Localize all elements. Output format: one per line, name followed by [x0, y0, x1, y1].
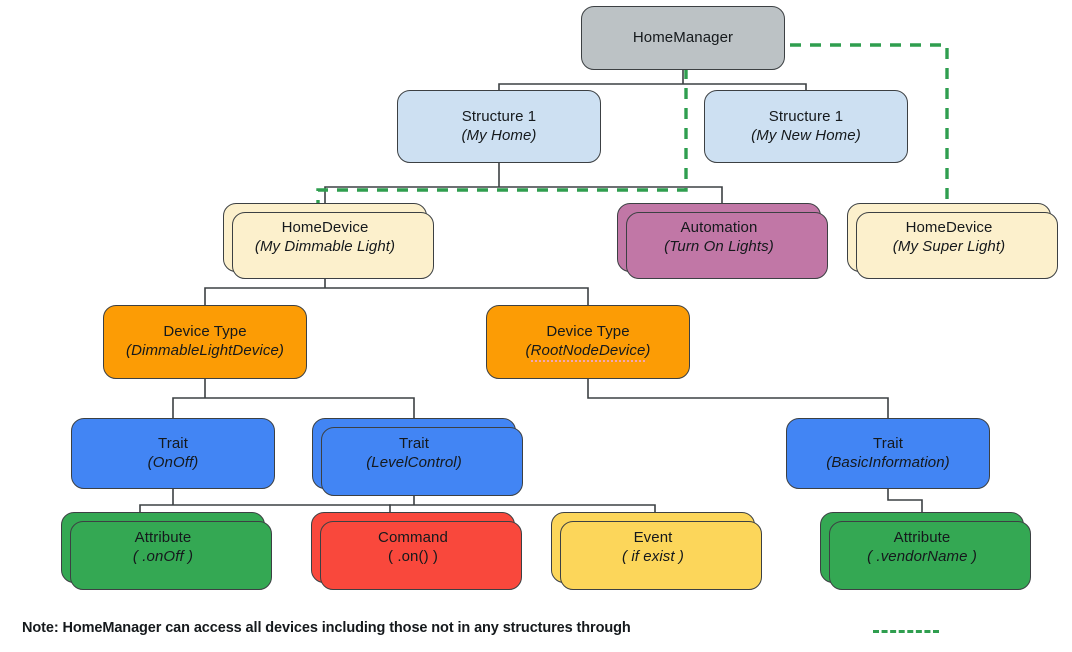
- node-device-type-root-node-name: (RootNodeDevice): [525, 342, 650, 362]
- node-event-name: ( if exist ): [621, 547, 685, 565]
- node-device-type-root-node[interactable]: Device Type (RootNodeDevice): [486, 305, 690, 379]
- edge-devicetype-traits: [172, 378, 415, 419]
- node-trait-basicinformation[interactable]: Trait (BasicInformation): [786, 418, 990, 489]
- node-automation-turn-on-lights[interactable]: Automation (Turn On Lights): [617, 203, 828, 279]
- node-automation-name: (Turn On Lights): [664, 237, 774, 255]
- node-trait-levelcontrol-title: Trait: [399, 434, 429, 452]
- node-structure-my-home-name: (My Home): [461, 126, 537, 144]
- node-home-manager[interactable]: HomeManager: [581, 6, 785, 70]
- node-trait-onoff-title: Trait: [158, 434, 188, 452]
- diagram-note-legend-dash: [873, 630, 939, 633]
- edge-structure-children: [324, 162, 723, 204]
- node-trait-basicinformation-title: Trait: [873, 434, 903, 452]
- node-event-if-exist[interactable]: Event ( if exist ): [551, 512, 762, 590]
- edge-rootnode-basicinfo: [587, 378, 889, 419]
- node-home-device-dimmable[interactable]: HomeDevice (My Dimmable Light): [223, 203, 434, 279]
- node-trait-levelcontrol[interactable]: Trait (LevelControl): [312, 418, 523, 496]
- node-attribute-onoff-name: ( .onOff ): [132, 547, 194, 565]
- node-home-device-dimmable-title: HomeDevice: [281, 218, 369, 236]
- spellcheck-underline: RootNodeDevice: [530, 342, 646, 362]
- node-device-type-root-node-title: Device Type: [546, 323, 630, 341]
- node-attribute-vendorname-name: ( .vendorName ): [867, 547, 977, 565]
- node-attribute-vendorname[interactable]: Attribute ( .vendorName ): [820, 512, 1031, 590]
- node-structure-my-new-home-name: (My New Home): [751, 126, 861, 144]
- node-attribute-onoff-title: Attribute: [134, 528, 192, 546]
- node-structure-my-home-title: Structure 1: [461, 107, 537, 125]
- node-device-type-dimmable-title: Device Type: [163, 323, 247, 341]
- node-device-type-dimmable-name: (DimmableLightDevice): [126, 342, 284, 359]
- diagram-note: Note: HomeManager can access all devices…: [22, 620, 631, 636]
- node-home-device-dimmable-name: (My Dimmable Light): [254, 237, 396, 255]
- edge-homemanager-structures: [498, 69, 807, 91]
- node-command-name: ( .on() ): [387, 547, 439, 565]
- node-trait-onoff-name: (OnOff): [147, 453, 199, 471]
- edge-trait-basicinfo-attribute: [887, 488, 923, 513]
- node-command-on[interactable]: Command ( .on() ): [311, 512, 522, 590]
- node-trait-levelcontrol-name: (LevelControl): [366, 453, 462, 471]
- node-structure-my-new-home-title: Structure 1: [768, 107, 844, 125]
- node-device-type-dimmable-light[interactable]: Device Type (DimmableLightDevice): [103, 305, 307, 379]
- node-trait-basicinformation-name: (BasicInformation): [826, 453, 950, 471]
- node-home-device-super[interactable]: HomeDevice (My Super Light): [847, 203, 1058, 279]
- node-structure-my-new-home[interactable]: Structure 1 (My New Home): [704, 90, 908, 163]
- node-home-manager-title: HomeManager: [632, 28, 734, 46]
- node-event-title: Event: [633, 528, 673, 546]
- node-command-title: Command: [378, 528, 448, 546]
- node-automation-title: Automation: [680, 218, 758, 236]
- node-structure-my-home[interactable]: Structure 1 (My Home): [397, 90, 601, 163]
- node-home-device-super-name: (My Super Light): [892, 237, 1006, 255]
- node-trait-onoff[interactable]: Trait (OnOff): [71, 418, 275, 489]
- node-home-device-super-title: HomeDevice: [905, 218, 993, 236]
- node-attribute-onoff[interactable]: Attribute ( .onOff ): [61, 512, 272, 590]
- node-attribute-vendorname-title: Attribute: [893, 528, 951, 546]
